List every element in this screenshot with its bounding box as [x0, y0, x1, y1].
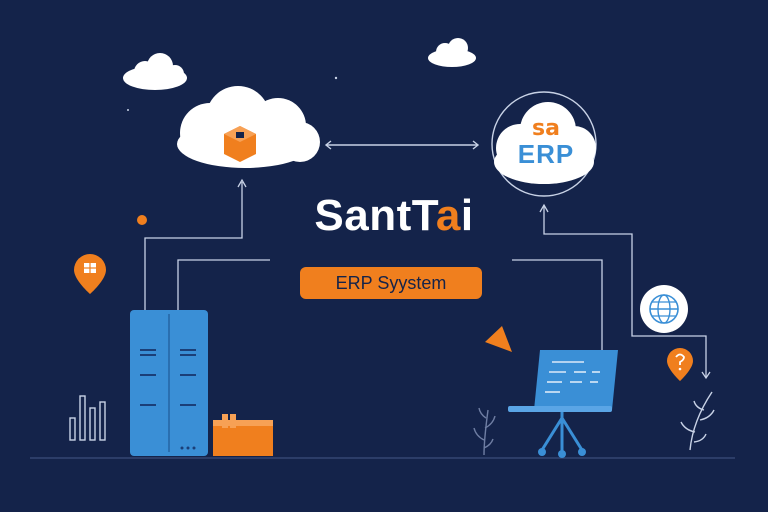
brand-title-part1: SantT — [314, 191, 436, 240]
subtitle-badge: ERP Syystem — [300, 267, 482, 299]
cloud-storage-icon — [177, 86, 320, 168]
erp-logo-word: ERP — [517, 139, 575, 169]
erp-logo: sa ERP — [500, 118, 592, 174]
triangle-shape — [485, 326, 512, 352]
package-box-icon — [213, 414, 273, 456]
erp-cloud-icon — [494, 102, 596, 184]
server-cabinet-icon — [130, 310, 208, 456]
plant-icon — [680, 391, 715, 451]
small-cloud-icon — [123, 53, 187, 90]
connector-lines — [144, 178, 711, 380]
globe-icon — [640, 285, 688, 333]
laptop-icon — [508, 350, 618, 458]
brand-title-accent: a — [435, 191, 461, 240]
orange-dot — [137, 215, 147, 225]
star-dot — [127, 109, 129, 111]
brand-title-part2: i — [460, 191, 474, 240]
erp-ring — [491, 91, 597, 197]
star-dot — [334, 76, 338, 80]
plant-icon — [473, 407, 496, 456]
bar-chart-icon — [69, 395, 106, 441]
map-pin-icon — [74, 254, 106, 294]
erp-logo-mark: sa — [532, 116, 560, 141]
box-icon — [224, 126, 256, 162]
brand-title: SantTai — [284, 188, 504, 244]
small-cloud-icon — [428, 38, 476, 67]
arrow-icon — [324, 140, 480, 150]
question-pin-icon — [667, 348, 693, 381]
